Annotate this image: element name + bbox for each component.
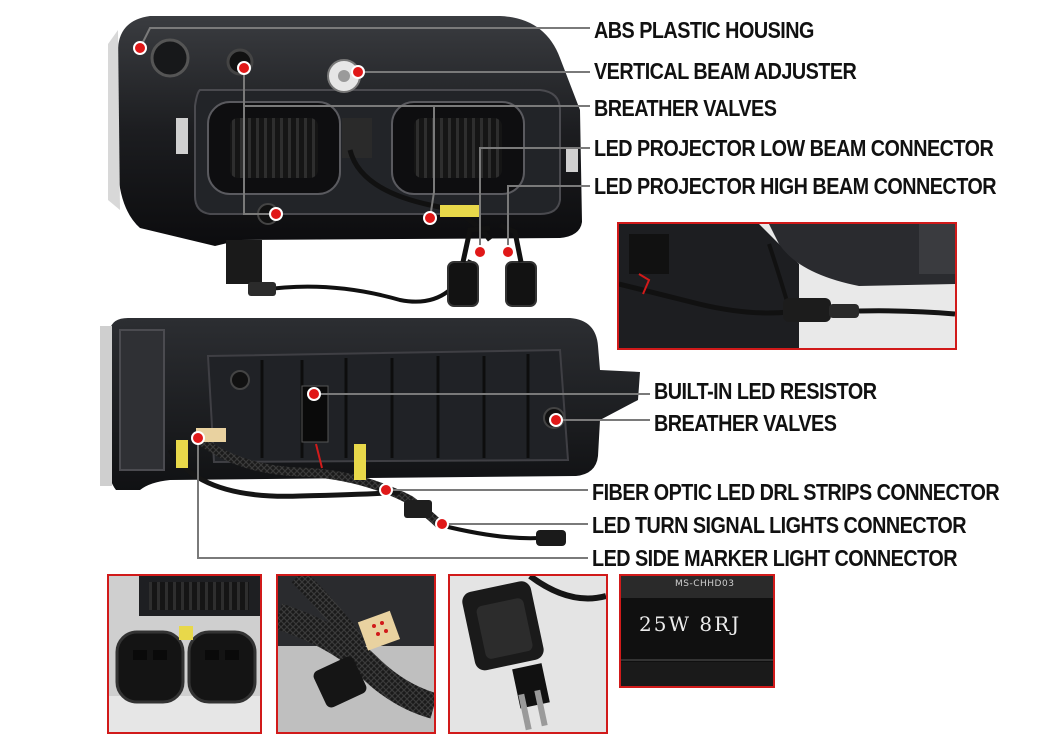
inset-headlight-plugs <box>107 574 262 734</box>
inset-braided-connector <box>276 574 436 734</box>
inset-turn-signal-plug-photo <box>450 576 606 732</box>
callout-dots <box>133 41 563 531</box>
top-headlight-rear <box>108 16 582 307</box>
label-breather-valves-bottom: BREATHER VALVES <box>654 410 837 436</box>
label-vertical-beam-adjuster: VERTICAL BEAM ADJUSTER <box>594 58 857 84</box>
bottom-headlight-rear <box>100 318 640 546</box>
label-side-marker-connector: LED SIDE MARKER LIGHT CONNECTOR <box>592 545 957 571</box>
inset-resistor-closeup: MS-CHHD03 25W 8RJ <box>619 574 775 688</box>
label-built-in-led-resistor: BUILT-IN LED RESISTOR <box>654 378 877 404</box>
leader-lines <box>139 27 650 559</box>
label-low-beam-connector: LED PROJECTOR LOW BEAM CONNECTOR <box>594 135 994 161</box>
label-breather-valves-top: BREATHER VALVES <box>594 95 777 121</box>
label-abs-plastic-housing: ABS PLASTIC HOUSING <box>594 17 814 43</box>
resistor-rating-stamp: 25W 8RJ <box>639 612 742 636</box>
inset-resistor-texture <box>621 576 773 686</box>
label-high-beam-connector: LED PROJECTOR HIGH BEAM CONNECTOR <box>594 173 997 199</box>
inset-braided-connector-photo <box>278 576 434 732</box>
inset-headlight-plugs-photo <box>109 576 260 732</box>
inset-turn-signal-plug <box>448 574 608 734</box>
resistor-model-stamp: MS-CHHD03 <box>675 579 735 589</box>
inset-drl-cable-photo <box>619 224 955 348</box>
label-drl-connector: FIBER OPTIC LED DRL STRIPS CONNECTOR <box>592 479 1000 505</box>
label-turn-signal-connector: LED TURN SIGNAL LIGHTS CONNECTOR <box>592 512 966 538</box>
inset-drl-cable <box>617 222 957 350</box>
